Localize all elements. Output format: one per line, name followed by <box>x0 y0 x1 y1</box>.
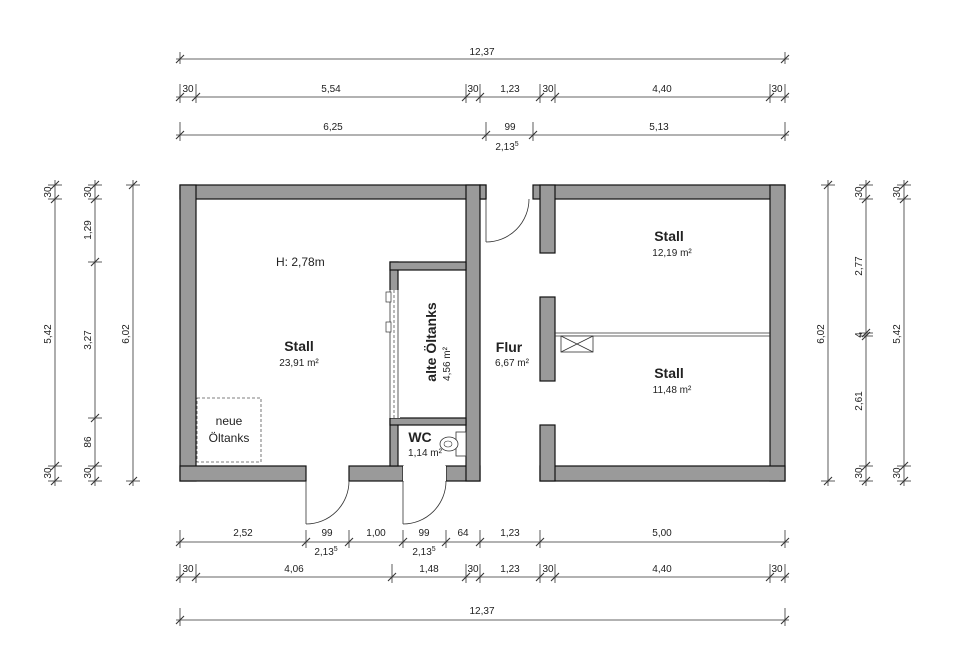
dim-bot-door2-height: 2,135 <box>412 546 435 558</box>
dim-right-mid-top: 30 <box>892 186 903 198</box>
dim-bot-door2-height-main: 2,13 <box>412 547 432 558</box>
dim-top-r2-5: 4,40 <box>652 84 672 95</box>
dim-left-inner-2: 3,27 <box>83 330 94 350</box>
neue-oeltanks-line1: neue <box>216 414 243 428</box>
room-wc-name: WC <box>408 429 431 445</box>
dim-bot-r1-0: 2,52 <box>233 528 253 539</box>
room-flur-name: Flur <box>496 339 523 355</box>
door-stall-swing <box>305 480 350 525</box>
wall-stub <box>479 184 487 200</box>
wall-oeltanks-top <box>389 261 467 271</box>
wall-bottom-a <box>179 465 307 482</box>
wall-wc-top <box>389 417 467 426</box>
toilet-icon <box>439 431 467 457</box>
dim-bot-r2-4: 1,23 <box>500 564 520 575</box>
room-oeltanks-name: alte Öltanks <box>423 302 439 382</box>
dims-top: 12,37 30 5,54 30 1,23 30 4,40 30 6,25 99… <box>175 47 790 153</box>
room-stall-bottom-name: Stall <box>654 365 684 381</box>
dim-right-mid: 5,42 <box>892 324 903 344</box>
dim-bot-door1-height-sup: 5 <box>334 546 338 553</box>
dim-right-inner-3: 2,61 <box>854 391 865 411</box>
dim-top-door-height: 2,135 <box>495 141 518 153</box>
dim-top-r2-6: 30 <box>771 84 783 95</box>
doors <box>305 198 530 525</box>
room-flur-area: 6,67 m² <box>495 358 530 369</box>
wall-seg-2 <box>539 296 556 382</box>
dim-top-r2-4: 30 <box>542 84 554 95</box>
dim-bot-r2-1: 4,06 <box>284 564 304 575</box>
dim-right-inner-4: 30 <box>854 467 865 479</box>
dim-left-inner-3: 86 <box>83 436 94 448</box>
dim-bot-r1-2: 1,00 <box>366 528 386 539</box>
dim-bot-r1-3: 99 <box>418 528 430 539</box>
room-oeltanks-area: 4,56 m² <box>442 346 453 381</box>
dim-left-mid-bot: 30 <box>43 467 54 479</box>
room-stall-bottom-area: 11,48 m² <box>653 385 692 396</box>
wall-seg-1 <box>539 184 556 254</box>
room-labels: H: 2,78m Stall 23,91 m² alte Öltanks 4,5… <box>209 228 693 459</box>
neue-oeltanks-box <box>196 397 262 463</box>
dim-bot-door1-height-main: 2,13 <box>314 547 334 558</box>
dim-top-r2-3: 1,23 <box>500 84 520 95</box>
dim-top-r2-1: 5,54 <box>321 84 341 95</box>
wall-bottom-b <box>348 465 404 482</box>
door-entrance-swing <box>485 198 530 243</box>
dim-right-mid-bot: 30 <box>892 467 903 479</box>
door-wc-swing <box>402 480 447 525</box>
dim-left-mid: 5,42 <box>43 324 54 344</box>
wall-inner-left <box>465 184 481 482</box>
fixtures <box>196 397 467 463</box>
dim-left-mid-top: 30 <box>43 186 54 198</box>
dim-left-outer: 6,02 <box>121 324 132 344</box>
dim-top-r2-2: 30 <box>467 84 479 95</box>
dim-top-door-height-sup: 5 <box>515 141 519 148</box>
dim-bot-total: 12,37 <box>469 606 494 617</box>
dim-right-outer: 6,02 <box>816 324 827 344</box>
dim-top-r3-1: 99 <box>504 122 516 133</box>
room-stall-top-area: 12,19 m² <box>652 248 692 259</box>
neue-oeltanks-line2: Öltanks <box>209 431 250 445</box>
dim-bot-r1-4: 64 <box>457 528 469 539</box>
dim-bot-r1-1: 99 <box>321 528 333 539</box>
wall-top-left <box>179 184 487 200</box>
wall-bottom-right <box>539 465 786 482</box>
dim-left-inner-4: 30 <box>83 467 94 479</box>
room-wc-area: 1,14 m² <box>408 448 443 459</box>
dim-bot-r2-2: 1,48 <box>419 564 439 575</box>
dim-bot-r2-0: 30 <box>182 564 194 575</box>
wall-right <box>769 184 786 482</box>
wall-top-right <box>532 184 786 200</box>
dim-right-inner-1: 2,77 <box>854 256 865 276</box>
dim-bot-r1-5: 1,23 <box>500 528 520 539</box>
room-stall-big-name: Stall <box>284 338 314 354</box>
dims-bottom: 2,52 99 1,00 99 64 1,23 5,00 2,135 2,135… <box>175 528 790 626</box>
room-stall-top-name: Stall <box>654 228 684 244</box>
wall-seg-3 <box>539 424 556 482</box>
dim-top-r3-2: 5,13 <box>649 122 669 133</box>
dims-right: 6,02 30 2,77 4 2,61 30 30 5,42 30 <box>816 180 911 486</box>
room-height: H: 2,78m <box>276 255 325 269</box>
dim-top-r3-0: 6,25 <box>323 122 343 133</box>
dim-left-inner-0: 30 <box>83 186 94 198</box>
dim-bot-r2-5: 30 <box>542 564 554 575</box>
dim-bot-door1-height: 2,135 <box>314 546 337 558</box>
dim-bot-r2-6: 4,40 <box>652 564 672 575</box>
dim-top-door-height-main: 2,13 <box>495 142 515 153</box>
dim-top-total: 12,37 <box>469 47 494 58</box>
dim-bot-r1-6: 5,00 <box>652 528 672 539</box>
dim-right-inner-0: 30 <box>854 186 865 198</box>
dim-bot-door2-height-sup: 5 <box>432 546 436 553</box>
dim-left-inner-1: 1,29 <box>83 220 94 240</box>
room-stall-big-area: 23,91 m² <box>279 358 319 369</box>
dim-top-r2-0: 30 <box>182 84 194 95</box>
dims-left: 30 1,29 3,27 86 30 30 5,42 30 6,02 <box>43 180 140 486</box>
wall-left <box>179 184 197 482</box>
walls <box>179 184 786 482</box>
dim-bot-r2-7: 30 <box>771 564 783 575</box>
dim-bot-r2-3: 30 <box>467 564 479 575</box>
dim-right-inner-2: 4 <box>854 332 865 338</box>
